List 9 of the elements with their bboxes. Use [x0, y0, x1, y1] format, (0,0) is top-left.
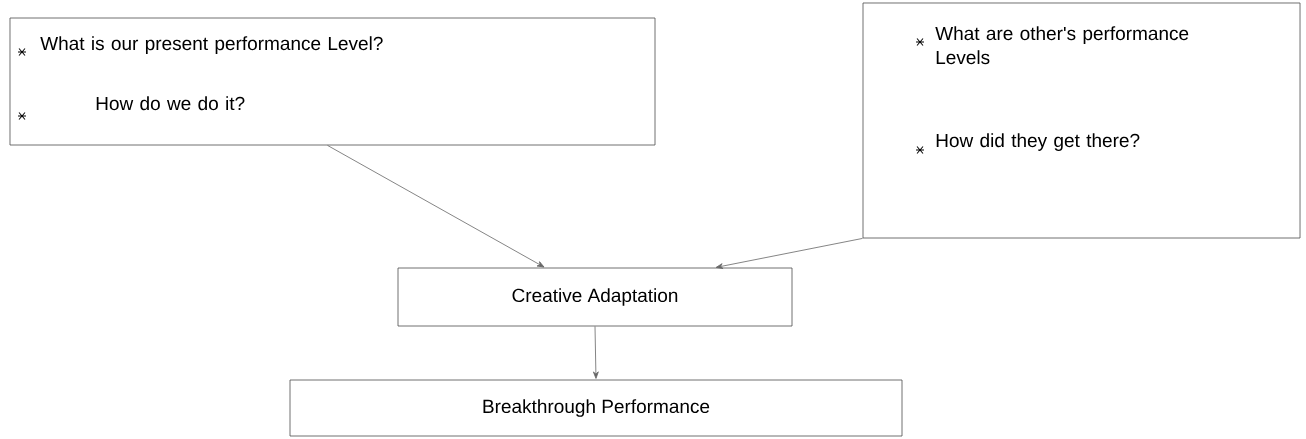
arrow — [715, 238, 863, 269]
question-text: How did they get there? — [936, 133, 1140, 151]
process-box: Breakthrough Performance — [289, 379, 903, 437]
question-text: What is our present performance Level? — [40, 36, 383, 54]
arrow — [593, 326, 599, 379]
arrow — [327, 145, 545, 268]
question-text: How do we do it? — [96, 96, 245, 111]
question-text: What are other's performance Levels — [935, 26, 1189, 65]
process-box: Creative Adaptation — [397, 267, 793, 327]
